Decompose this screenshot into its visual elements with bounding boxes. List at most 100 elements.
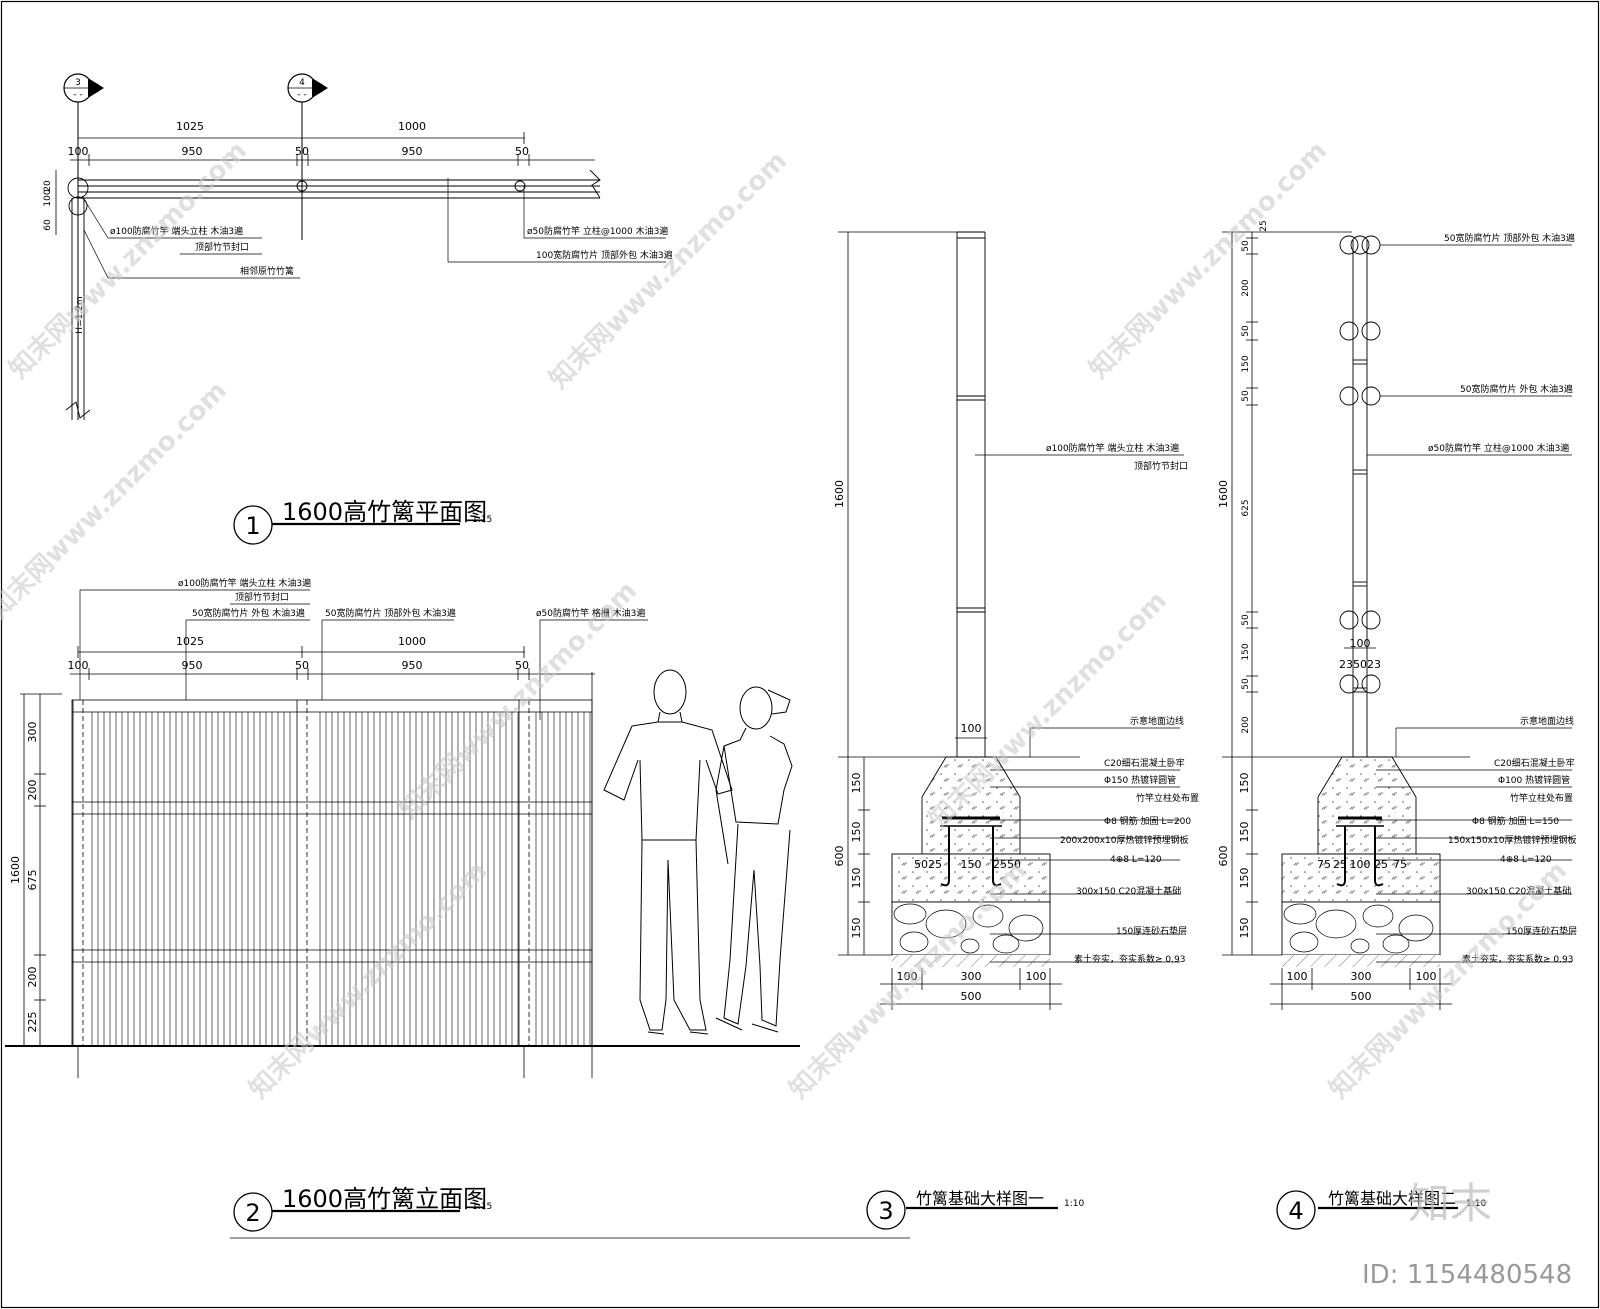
- elev-dim-left-225: 225: [26, 1012, 39, 1033]
- det1-bottom-3: 100: [1026, 970, 1047, 983]
- plan-cut-3-label: 3: [75, 78, 81, 88]
- det2-note-6: 150x150x10厚热镀锌预埋钢板: [1448, 834, 1576, 846]
- det2-note-4: 竹竿立柱处布置: [1510, 792, 1573, 804]
- det1-width: 500: [961, 990, 982, 1003]
- svg-text:知末网www.znzmo.com: 知末网www.znzmo.com: [1084, 136, 1333, 385]
- det2-bottom-3: 100: [1416, 970, 1437, 983]
- plan-dimensions: [70, 132, 595, 166]
- detail-1-view: 1600 600 150 150 150 150 100 5025 150 25…: [833, 231, 1199, 1230]
- elev-fence: [71, 699, 593, 1047]
- people-illustration: [603, 669, 793, 1035]
- plan-dim-left-20: 20: [43, 180, 53, 192]
- plan-dim-left-100: 100: [43, 189, 53, 206]
- det2-dim-200b: 200: [1241, 716, 1251, 733]
- elev-note-3: 50宽防腐竹片 外包 木油3遍: [192, 607, 305, 619]
- det2-note-3: Φ100 热镀锌圆管: [1498, 774, 1570, 786]
- det2-dim-50c: 50: [1241, 390, 1251, 402]
- plan-note-3: 相邻原竹竹篱: [240, 265, 294, 277]
- plan-note-1: ø100防腐竹竿 端头立柱 木油3遍: [110, 225, 243, 237]
- det1-note-5: Φ8 钢筋 加固 L=200: [1104, 815, 1191, 827]
- det2-note-9: 150厚连砂石垫层: [1506, 925, 1577, 937]
- det1-note-4: 竹竿立柱处布置: [1136, 792, 1199, 804]
- elev-dim-1025: 1025: [176, 635, 204, 648]
- elev-dim-left-200a: 200: [26, 780, 39, 801]
- det1-note-3: Φ150 热镀锌圆管: [1104, 774, 1176, 786]
- det2-note-top-2: 50宽防腐竹片 外包 木油3遍: [1460, 383, 1573, 395]
- det2-post-width: 100: [1350, 637, 1371, 650]
- elev-dim-total: 1600: [9, 856, 22, 884]
- det2-note-8: 300x150 C20混凝土基础: [1466, 885, 1571, 897]
- det2-note-7: 4⊕8 L=120: [1500, 855, 1552, 865]
- watermark-logo: 知末: [1408, 1179, 1492, 1228]
- det1-note-7: 4⊕8 L=120: [1110, 855, 1162, 865]
- elev-view-title: 1600高竹篱立面图: [282, 1185, 487, 1213]
- plan-dim-100: 100: [68, 145, 89, 158]
- det1-plate-dim-2: 150: [961, 858, 982, 871]
- elev-dim-100: 100: [68, 659, 89, 672]
- det2-note-5: Φ8 钢筋 加固 L=150: [1472, 815, 1559, 827]
- plan-dim-50a: 50: [295, 145, 309, 158]
- det1-note-9: 150厚连砂石垫层: [1116, 925, 1187, 937]
- elevation-view: ø100防腐竹竿 端头立柱 木油3遍 顶部竹节封口 50宽防腐竹片 外包 木油3…: [5, 577, 910, 1239]
- det2-plate-dim-4: 25: [1374, 858, 1388, 871]
- watermark-id: ID: 1154480548: [1362, 1260, 1572, 1290]
- svg-text:知末网www.znzmo.com: 知末网www.znzmo.com: [544, 146, 793, 395]
- det2-found: 600: [1217, 846, 1230, 867]
- elev-dim-950b: 950: [402, 659, 423, 672]
- det1-note-2: C20细石混凝土卧牢: [1104, 757, 1185, 769]
- plan-fence: [65, 169, 601, 420]
- plan-dim-1025: 1025: [176, 120, 204, 133]
- det2-note-2: C20细石混凝土卧牢: [1494, 757, 1575, 769]
- section-marker-3: 3 - -: [63, 73, 104, 103]
- elev-dim-50a: 50: [295, 659, 309, 672]
- elev-left-dims: [20, 693, 62, 1046]
- elev-dim-left-200b: 200: [26, 967, 39, 988]
- det1-layer-1: 150: [850, 773, 863, 794]
- det2-dim-25: 25: [1259, 220, 1269, 231]
- elev-note-4: 50宽防腐竹片 顶部外包 木油3遍: [325, 607, 456, 619]
- det1-note-1: 示意地面边线: [1130, 715, 1184, 727]
- det1-view-number: 3: [878, 1197, 893, 1225]
- det2-bottom-1: 100: [1287, 970, 1308, 983]
- det2-width: 500: [1351, 990, 1372, 1003]
- det2-post-dims: 235023: [1339, 658, 1381, 671]
- elev-dim-left-300: 300: [26, 722, 39, 743]
- det2-layer-2: 150: [1238, 822, 1251, 843]
- det1-note-top-1: ø100防腐竹竿 端头立柱 木油3遍: [1046, 442, 1179, 454]
- det2-dim-50d: 50: [1241, 614, 1251, 626]
- plan-cut-4-label: 4: [299, 78, 305, 88]
- det2-dim-50e: 50: [1241, 678, 1251, 690]
- det1-bottom-1: 100: [897, 970, 918, 983]
- det2-dim-200a: 200: [1241, 279, 1251, 296]
- plan-leaders: [81, 178, 666, 279]
- det2-total: 1600: [1217, 480, 1230, 508]
- det1-note-8: 300x150 C20混凝土基础: [1076, 885, 1181, 897]
- plan-view-number: 1: [245, 512, 260, 540]
- det1-post-width: 100: [961, 722, 982, 735]
- det2-plate-dim-1: 75: [1317, 858, 1331, 871]
- elev-note-5: ø50防腐竹竿 格栅 木油3遍: [536, 607, 645, 619]
- det2-note-top-1: 50宽防腐竹片 顶部外包 木油3遍: [1444, 232, 1575, 244]
- det1-layer-2: 150: [850, 822, 863, 843]
- plan-note-5: 100宽防腐竹片 顶部外包 木油3遍: [536, 249, 673, 261]
- det2-dim-50b: 50: [1241, 325, 1251, 337]
- plan-dim-950b: 950: [402, 145, 423, 158]
- plan-dim-1000: 1000: [398, 120, 426, 133]
- det1-plate-dim-3: 2550: [993, 858, 1021, 871]
- elev-dim-950a: 950: [182, 659, 203, 672]
- plan-view-scale: 1:15: [472, 515, 492, 525]
- elev-note-1: ø100防腐竹竿 端头立柱 木油3遍: [178, 577, 311, 589]
- det2-dim-150b: 150: [1241, 643, 1251, 660]
- plan-note-4: ø50防腐竹竿 立柱@1000 木油3遍: [527, 225, 668, 237]
- elev-dimensions: [70, 646, 595, 680]
- elev-dim-50b: 50: [515, 659, 529, 672]
- det1-layer-3: 150: [850, 868, 863, 889]
- det2-plate-dim-3: 100: [1350, 858, 1371, 871]
- det1-bottom-2: 300: [961, 970, 982, 983]
- det1-note-10: 素土夯实，夯实系数≥ 0.93: [1074, 953, 1185, 965]
- plan-dim-left-60: 60: [43, 219, 53, 231]
- det2-plate-dim-2: 25: [1333, 858, 1347, 871]
- elev-note-2: 顶部竹节封口: [235, 591, 289, 603]
